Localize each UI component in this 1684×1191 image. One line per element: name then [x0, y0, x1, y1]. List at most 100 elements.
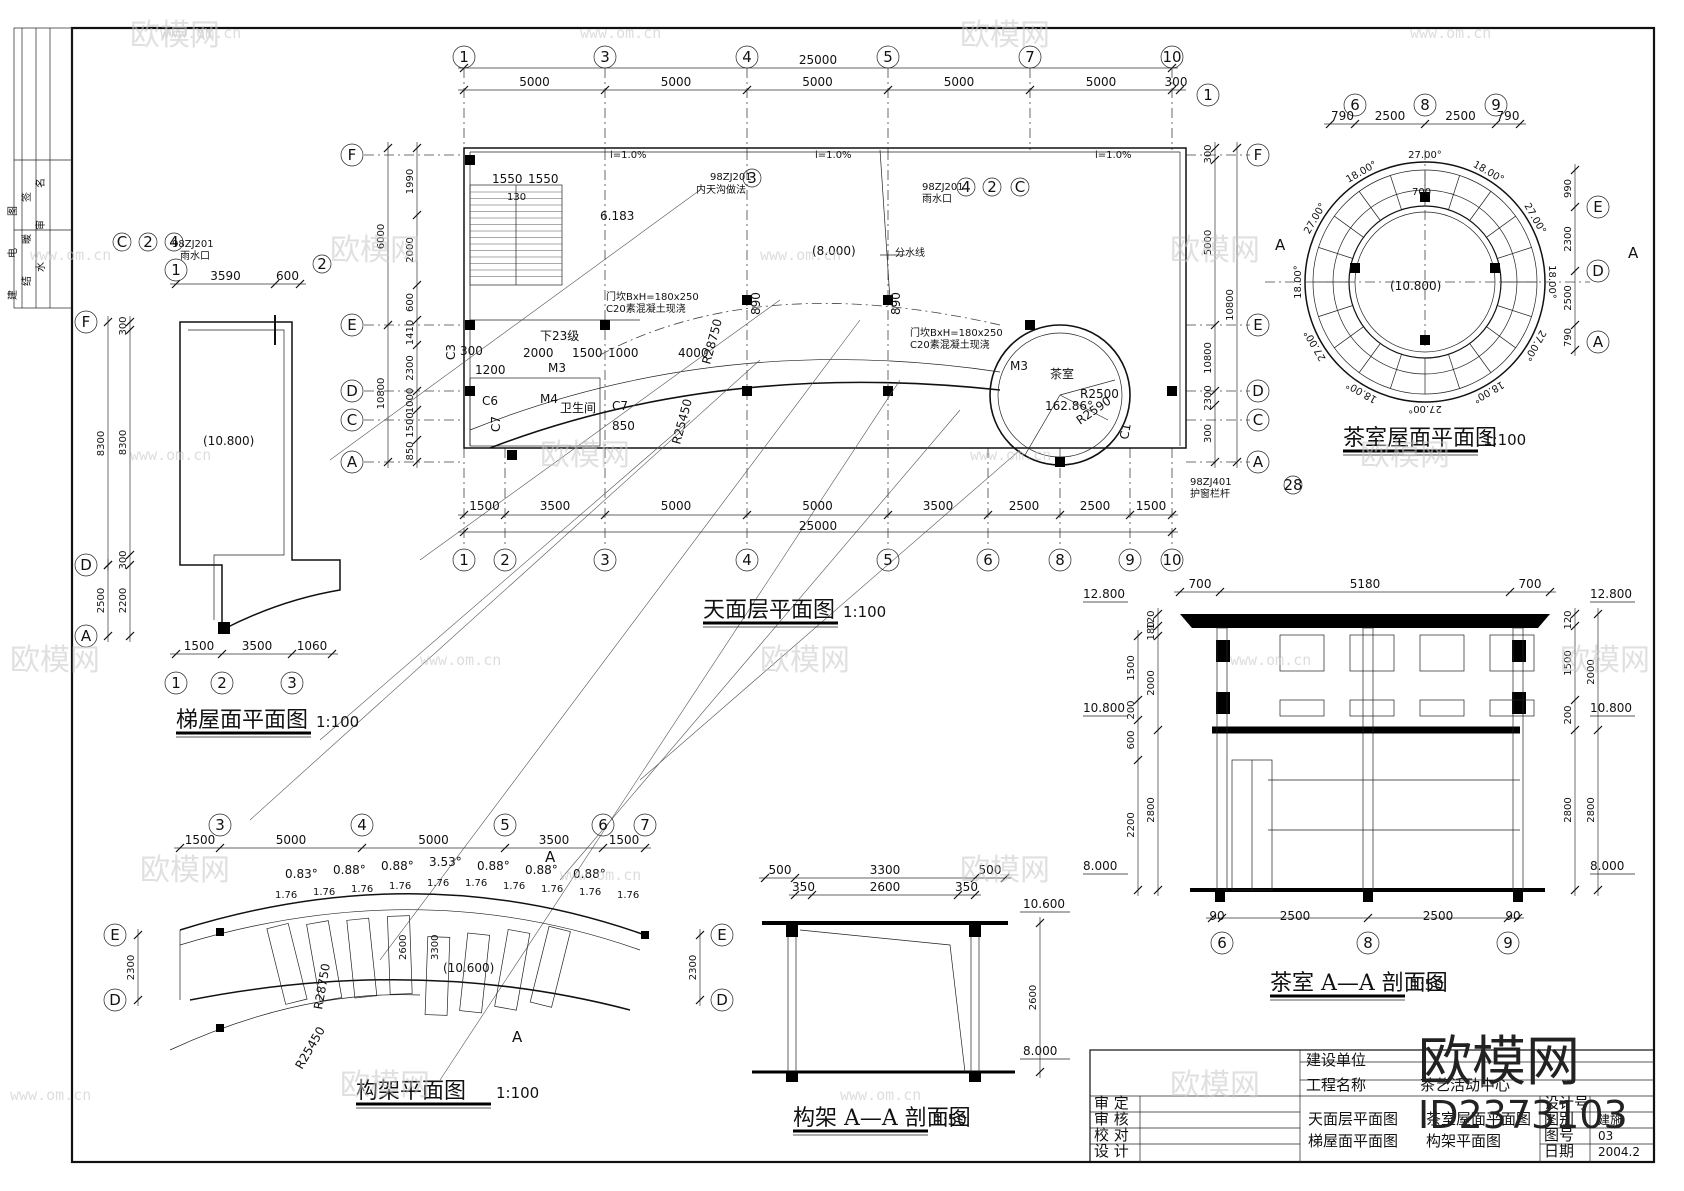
dim-text: 850 — [405, 441, 416, 460]
axis-bubble — [591, 813, 615, 837]
dim-tick — [295, 279, 305, 289]
angle-label: 27.00° — [1521, 201, 1547, 236]
dim-tick — [1035, 918, 1045, 928]
dim-text: 1550 — [492, 172, 523, 186]
ref-callout-sub: 雨水口 — [180, 250, 210, 262]
axis-bubble — [1048, 548, 1072, 572]
title-block: 建设单位工程名称茶艺活动中心审 定审 核校 对设 计天面层平面图茶室屋面平面图梯… — [1089, 1049, 1655, 1163]
dim-tick — [1000, 873, 1010, 883]
dim-tick — [1491, 119, 1501, 129]
strip-text: 水 — [35, 262, 47, 272]
tb-value: 2004.2 — [1598, 1145, 1640, 1159]
dim-tick — [287, 649, 297, 659]
arc-label: 1.76 — [465, 878, 487, 889]
hatch-line — [419, 299, 781, 561]
watermark-brand: 欧模网 — [330, 233, 420, 268]
axis-label: 8 — [1420, 96, 1430, 114]
watermark-brand: 欧模网 — [1360, 438, 1450, 473]
axis-bubble — [340, 143, 364, 167]
dim-tick — [383, 143, 393, 153]
watermark-brand: 欧模网 — [340, 1068, 430, 1103]
label-elevation: (8.000) — [812, 244, 856, 258]
watermark-brand: 欧模网 — [540, 438, 630, 473]
dim-tick — [1570, 885, 1580, 895]
arc-label: 1.76 — [541, 884, 563, 895]
axis-bubble — [742, 168, 762, 188]
axis-label: 5 — [500, 816, 510, 834]
dim-text: 10800 — [376, 378, 387, 410]
dim-tick — [1210, 457, 1220, 467]
axis-bubble — [1160, 45, 1184, 69]
section-mark: A — [545, 848, 556, 866]
axis-label: 6 — [1350, 96, 1360, 114]
axis-bubble — [1246, 379, 1270, 403]
angle-label: 27.00° — [1302, 201, 1328, 236]
watermark-brand: 欧模网 — [1560, 643, 1650, 678]
watermark-url: www.om.cn — [30, 246, 111, 264]
strip-text: 电 — [6, 248, 19, 258]
axis-label: C — [347, 411, 357, 429]
dim-tick — [412, 457, 422, 467]
axis-label: D — [346, 382, 358, 400]
dim-tick — [459, 527, 469, 537]
dim-tick — [357, 843, 367, 853]
axis-bubble — [103, 923, 127, 947]
dim-tick — [1055, 510, 1065, 520]
column — [216, 1024, 224, 1032]
axis-bubble — [1586, 330, 1610, 354]
curved-wall-inner — [469, 359, 1001, 431]
axis-bubble — [350, 813, 374, 837]
dim-tick — [600, 85, 610, 95]
dim-text: 25000 — [799, 519, 837, 533]
axis-bubble — [493, 548, 517, 572]
dim-tick — [125, 550, 135, 560]
dim-tick — [1210, 400, 1220, 410]
column — [1055, 457, 1065, 467]
axis-bubble — [735, 548, 759, 572]
watermark-brand: 欧模网 — [130, 18, 220, 53]
dim-text: 790 — [1331, 109, 1354, 123]
dim-tick — [1125, 510, 1135, 520]
axis-label: 9 — [1491, 96, 1501, 114]
strip-text: 结 — [20, 276, 33, 286]
dim-tick — [983, 510, 993, 520]
tb-drawing-name: 构架平面图 — [1426, 1132, 1501, 1150]
dim-text: 700 — [1412, 187, 1431, 198]
dim-text: 120 — [1146, 610, 1157, 629]
dim-tick — [1035, 1067, 1045, 1077]
dim-text: 2500 — [1563, 285, 1574, 310]
dim-text: 2000 — [1586, 659, 1597, 684]
dim-tick — [1570, 266, 1580, 276]
watermark-url: www.om.cn — [840, 1086, 921, 1104]
dim-tick — [1570, 320, 1580, 330]
dim-text: 3500 — [540, 499, 571, 513]
axis-bubble — [1586, 195, 1610, 219]
column — [465, 386, 475, 396]
dim-tick — [459, 510, 469, 520]
dim-tick — [412, 315, 422, 325]
dim-tick — [1175, 587, 1185, 597]
dim-text: 2200 — [1126, 812, 1137, 837]
dim-tick — [1215, 587, 1225, 597]
dim-tick — [883, 510, 893, 520]
axis-bubble — [735, 45, 759, 69]
dim-tick — [175, 843, 185, 853]
strip-text: 暖 — [20, 234, 33, 244]
dim-text: 1500 — [469, 499, 500, 513]
ref-callout: 98ZJ201 — [922, 182, 964, 193]
tb-drawing-name: 茶室屋面平面图 — [1426, 1110, 1531, 1128]
dim-text: 2500 — [1423, 909, 1454, 923]
axis-bubble — [976, 548, 1000, 572]
drawing-scale-frame_section: 1:50 — [933, 1111, 967, 1129]
dim-text: 5000 — [276, 833, 307, 847]
column — [507, 450, 517, 460]
dim-text: 200 — [1126, 700, 1137, 719]
dim-tick — [1570, 165, 1580, 175]
hatch-line — [329, 189, 701, 461]
tb-field: 图别 — [1544, 1110, 1574, 1128]
dim-text: 3500 — [539, 833, 570, 847]
window-mark: C7 — [489, 416, 503, 432]
axis-label: E — [110, 926, 119, 944]
